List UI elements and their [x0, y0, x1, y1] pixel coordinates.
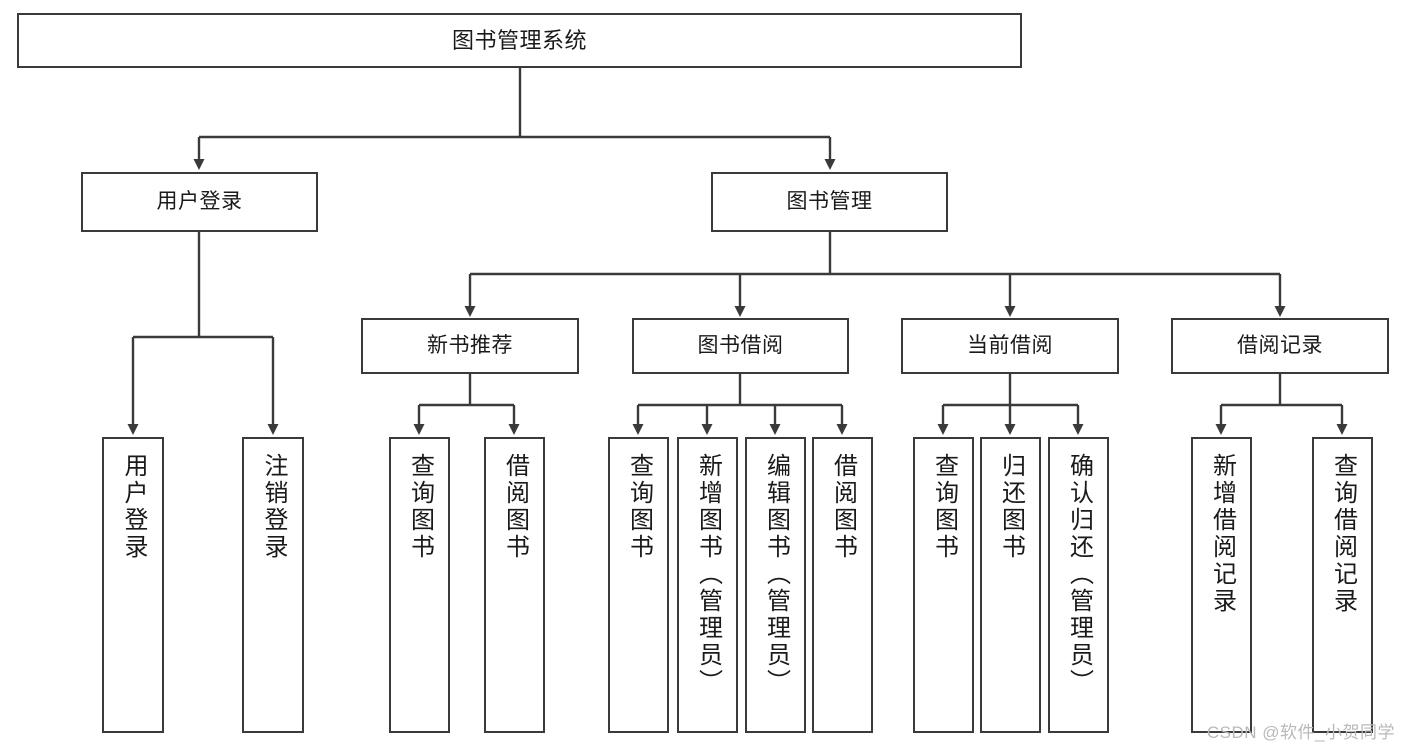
node-label: 新增借阅记录	[1208, 453, 1236, 615]
node-user-login[interactable]: 用户登录	[81, 172, 318, 232]
leaf-query-book-borrow[interactable]: 查询图书	[608, 437, 669, 733]
node-label: 新书推荐	[427, 333, 513, 357]
node-label: 借阅记录	[1237, 333, 1323, 357]
watermark: CSDN @软件_小贺同学	[1206, 723, 1395, 742]
node-label: 归还图书	[997, 453, 1025, 561]
node-label: 注销登录	[260, 453, 287, 561]
node-label: 当前借阅	[967, 333, 1053, 357]
node-current-borrow[interactable]: 当前借阅	[901, 318, 1119, 374]
leaf-borrow-book[interactable]: 借阅图书	[812, 437, 873, 733]
node-label: 借阅图书	[501, 453, 529, 561]
node-label: 图书管理系统	[451, 27, 587, 53]
leaf-query-book-recommend[interactable]: 查询图书	[389, 437, 450, 733]
node-label: 用户登录	[156, 189, 243, 213]
node-label: 新增图书（管理员）	[694, 453, 722, 696]
node-root-system[interactable]: 图书管理系统	[17, 13, 1022, 68]
node-label: 查询借阅记录	[1329, 453, 1357, 615]
leaf-logout[interactable]: 注销登录	[242, 437, 304, 733]
leaf-add-book-admin[interactable]: 新增图书（管理员）	[677, 437, 738, 733]
node-label: 借阅图书	[829, 453, 857, 561]
node-label: 确认归还（管理员）	[1065, 453, 1093, 696]
node-label: 编辑图书（管理员）	[762, 453, 790, 696]
node-label: 查询图书	[930, 453, 958, 561]
leaf-query-borrow-record[interactable]: 查询借阅记录	[1312, 437, 1373, 733]
node-label: 查询图书	[625, 453, 653, 561]
node-book-borrow[interactable]: 图书借阅	[632, 318, 849, 374]
leaf-confirm-return-admin[interactable]: 确认归还（管理员）	[1048, 437, 1109, 733]
leaf-query-book-current[interactable]: 查询图书	[913, 437, 974, 733]
node-label: 图书管理	[786, 189, 873, 213]
node-borrow-record[interactable]: 借阅记录	[1171, 318, 1389, 374]
leaf-edit-book-admin[interactable]: 编辑图书（管理员）	[745, 437, 806, 733]
node-label: 图书借阅	[697, 333, 784, 357]
leaf-user-login[interactable]: 用户登录	[102, 437, 164, 733]
leaf-borrow-book-recommend[interactable]: 借阅图书	[484, 437, 545, 733]
node-new-book-recommend[interactable]: 新书推荐	[361, 318, 579, 374]
node-label: 查询图书	[406, 453, 434, 561]
node-label: 用户登录	[120, 453, 147, 561]
leaf-return-book[interactable]: 归还图书	[980, 437, 1041, 733]
leaf-add-borrow-record[interactable]: 新增借阅记录	[1191, 437, 1252, 733]
node-book-management[interactable]: 图书管理	[711, 172, 948, 232]
